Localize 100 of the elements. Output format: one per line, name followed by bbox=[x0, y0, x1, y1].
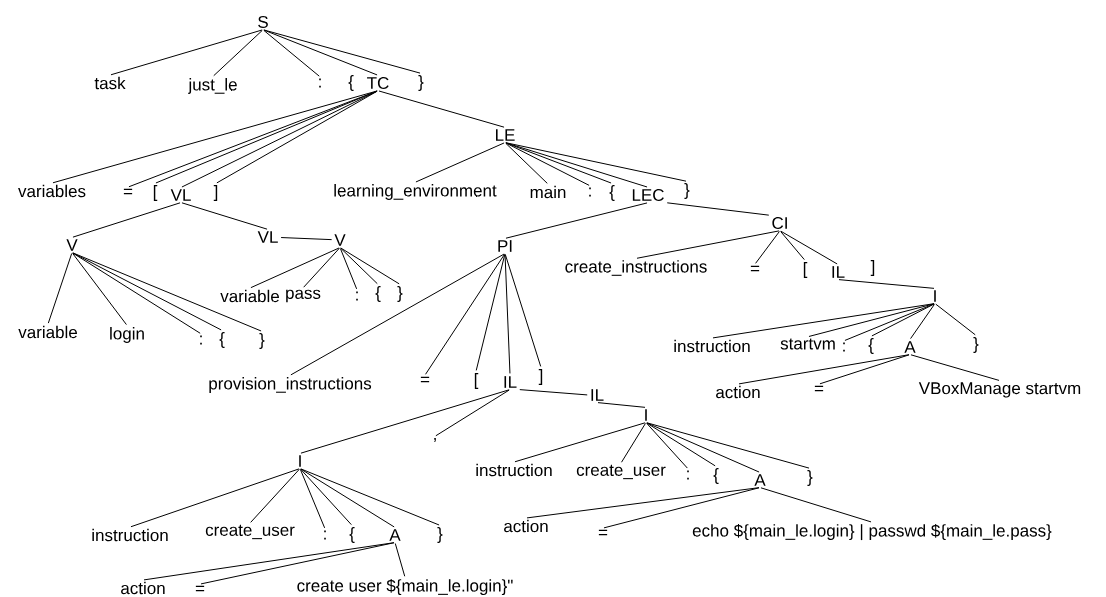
tree-symbol: [ bbox=[153, 185, 158, 201]
tree-symbol: IL bbox=[832, 266, 845, 278]
tree-branch bbox=[263, 29, 378, 76]
tree-symbol: { bbox=[609, 185, 615, 201]
tree-symbol: create_instructions bbox=[565, 260, 707, 276]
tree-symbol: } bbox=[397, 286, 403, 302]
tree-symbol: variable bbox=[220, 289, 279, 303]
tree-branch bbox=[394, 543, 406, 577]
tree-symbol: { bbox=[375, 286, 381, 302]
tree-symbol: LEC bbox=[632, 188, 664, 201]
tree-branch bbox=[378, 90, 505, 128]
tree-branch bbox=[760, 487, 872, 523]
tree-branch bbox=[130, 468, 300, 528]
tree-branch bbox=[780, 230, 838, 265]
tree-symbol: variables bbox=[18, 184, 86, 198]
tree-branch bbox=[213, 29, 263, 77]
tree-symbol: IL bbox=[504, 376, 517, 388]
tree-branch bbox=[505, 142, 687, 182]
tree-symbol: = bbox=[195, 585, 205, 592]
tree-branch bbox=[72, 252, 127, 326]
tree-branch bbox=[519, 389, 588, 396]
tree-branch bbox=[838, 279, 935, 289]
tree-branch bbox=[263, 29, 421, 74]
tree-symbol: } bbox=[807, 470, 813, 486]
tree-symbol: VL bbox=[170, 189, 191, 201]
tree-symbol: V bbox=[66, 239, 78, 251]
tree-branch bbox=[514, 422, 646, 463]
tree-symbol: } bbox=[437, 527, 443, 543]
tree-branch bbox=[72, 252, 262, 332]
tree-symbol: S bbox=[258, 15, 268, 28]
tree-branch bbox=[504, 254, 542, 367]
tree-branch bbox=[250, 468, 300, 523]
tree-symbol: V bbox=[334, 234, 346, 246]
tree-symbol: login bbox=[110, 327, 144, 343]
tree-symbol: just_le bbox=[188, 78, 237, 94]
tree-branch bbox=[819, 354, 910, 385]
tree-symbol: : bbox=[324, 530, 326, 540]
tree-branch bbox=[712, 303, 935, 339]
tree-symbol: : bbox=[200, 335, 202, 345]
tree-branch bbox=[200, 542, 395, 585]
tree-branch bbox=[504, 254, 511, 374]
tree-symbol: main bbox=[530, 185, 566, 199]
tree-branch bbox=[340, 247, 378, 285]
tree-symbol: , bbox=[434, 438, 436, 442]
tree-branch bbox=[738, 354, 910, 385]
tree-branch bbox=[290, 253, 505, 376]
tree-branch bbox=[910, 354, 1000, 381]
tree-symbol: [ bbox=[803, 262, 808, 278]
tree-symbol: CI bbox=[772, 216, 787, 229]
tree-branch bbox=[47, 253, 73, 324]
tree-branch bbox=[300, 389, 510, 454]
tree-branch bbox=[505, 142, 590, 186]
tree-symbol: } bbox=[973, 337, 979, 353]
tree-symbol: { bbox=[713, 468, 719, 484]
tree-symbol: VBoxManage startvm bbox=[918, 382, 1081, 398]
tree-symbol: : bbox=[843, 342, 845, 352]
tree-branch bbox=[303, 247, 340, 288]
tree-branch bbox=[505, 142, 612, 184]
tree-branch bbox=[300, 468, 395, 528]
tree-branch bbox=[300, 468, 352, 526]
tree-branch bbox=[603, 487, 760, 529]
tree-symbol: { bbox=[348, 75, 354, 91]
tree-branch bbox=[435, 389, 510, 437]
tree-symbol: PI bbox=[498, 240, 512, 252]
tree-symbol: TC bbox=[367, 76, 389, 89]
tree-branch bbox=[780, 230, 805, 261]
tree-symbol: ] bbox=[213, 185, 218, 201]
tree-symbol: create_user bbox=[205, 524, 295, 540]
tree-symbol: provision_instructions bbox=[209, 377, 372, 393]
tree-symbol: : bbox=[356, 291, 358, 301]
tree-branch bbox=[143, 542, 395, 581]
tree-branch bbox=[646, 422, 716, 467]
tree-symbol: action bbox=[504, 519, 548, 533]
tree-branch bbox=[72, 202, 181, 238]
tree-symbol: ] bbox=[870, 260, 875, 276]
tree-symbol: { bbox=[868, 338, 874, 354]
tree-symbol: variable bbox=[18, 325, 77, 339]
tree-symbol: I bbox=[299, 455, 301, 467]
tree-branch bbox=[646, 422, 688, 469]
tree-symbol: action bbox=[716, 385, 760, 399]
tree-branch bbox=[72, 252, 201, 334]
tree-branch bbox=[910, 303, 935, 340]
tree-branch bbox=[299, 468, 326, 529]
tree-symbol: A bbox=[754, 474, 766, 486]
tree-symbol: = bbox=[420, 376, 430, 383]
tree-branch bbox=[181, 202, 268, 230]
tree-branch bbox=[871, 303, 935, 337]
tree-symbol: = bbox=[123, 188, 133, 195]
tree-symbol: LE bbox=[496, 129, 515, 141]
tree-branch bbox=[646, 422, 810, 469]
tree-symbol: : bbox=[589, 187, 591, 197]
tree-symbol: learning_environment bbox=[334, 184, 497, 200]
tree-branch bbox=[216, 90, 378, 184]
tree-symbol: A bbox=[904, 341, 916, 353]
tree-symbol: create_user bbox=[576, 464, 666, 480]
tree-branch bbox=[340, 247, 400, 285]
tree-symbol: : bbox=[687, 470, 689, 480]
tree-branch bbox=[935, 303, 976, 336]
tree-symbol: create user ${main_le.login}" bbox=[297, 578, 513, 596]
tree-branch bbox=[505, 202, 648, 239]
